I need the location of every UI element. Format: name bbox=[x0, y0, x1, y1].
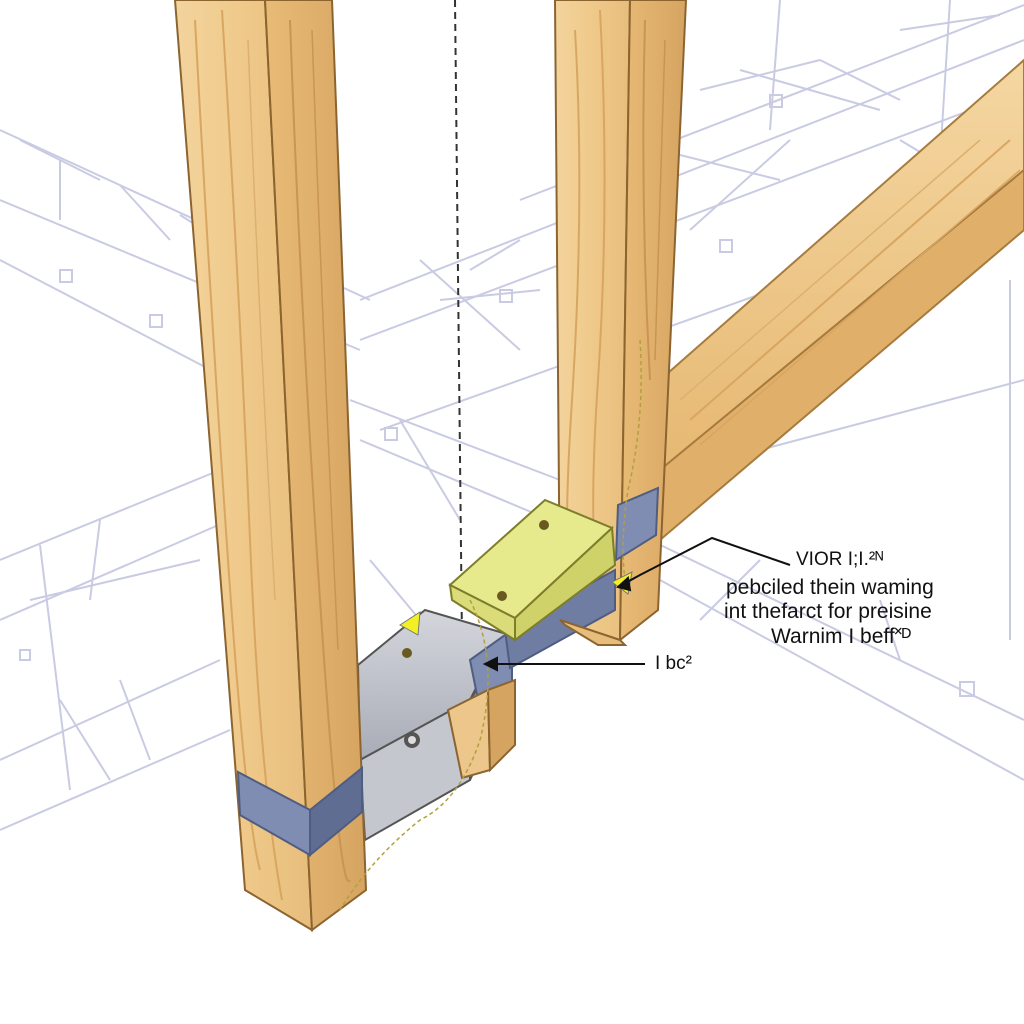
callout-line-3: int thefarct for preisine bbox=[724, 600, 932, 623]
bolt-hole-icon bbox=[497, 591, 507, 601]
callout-line-4: Warnim I beff˟ᴰ bbox=[771, 625, 912, 648]
bolt-hole-icon bbox=[539, 520, 549, 530]
reference-dashed-line bbox=[454, 0, 463, 641]
right-post bbox=[553, 0, 688, 643]
steel-connector bbox=[356, 498, 628, 842]
callout-line-2: pebciled thein waming bbox=[726, 576, 934, 599]
annotation-trace bbox=[622, 339, 642, 581]
background-wireframe bbox=[0, 0, 1024, 831]
callout-side-label: I bc² bbox=[655, 653, 692, 674]
diagonal-beam bbox=[659, 58, 1024, 543]
callout-line-1: VIOR I;I.²ᴺ bbox=[796, 549, 884, 570]
left-post bbox=[173, 0, 368, 932]
bolt-hole-icon bbox=[402, 648, 412, 658]
leader-lines bbox=[482, 536, 791, 672]
